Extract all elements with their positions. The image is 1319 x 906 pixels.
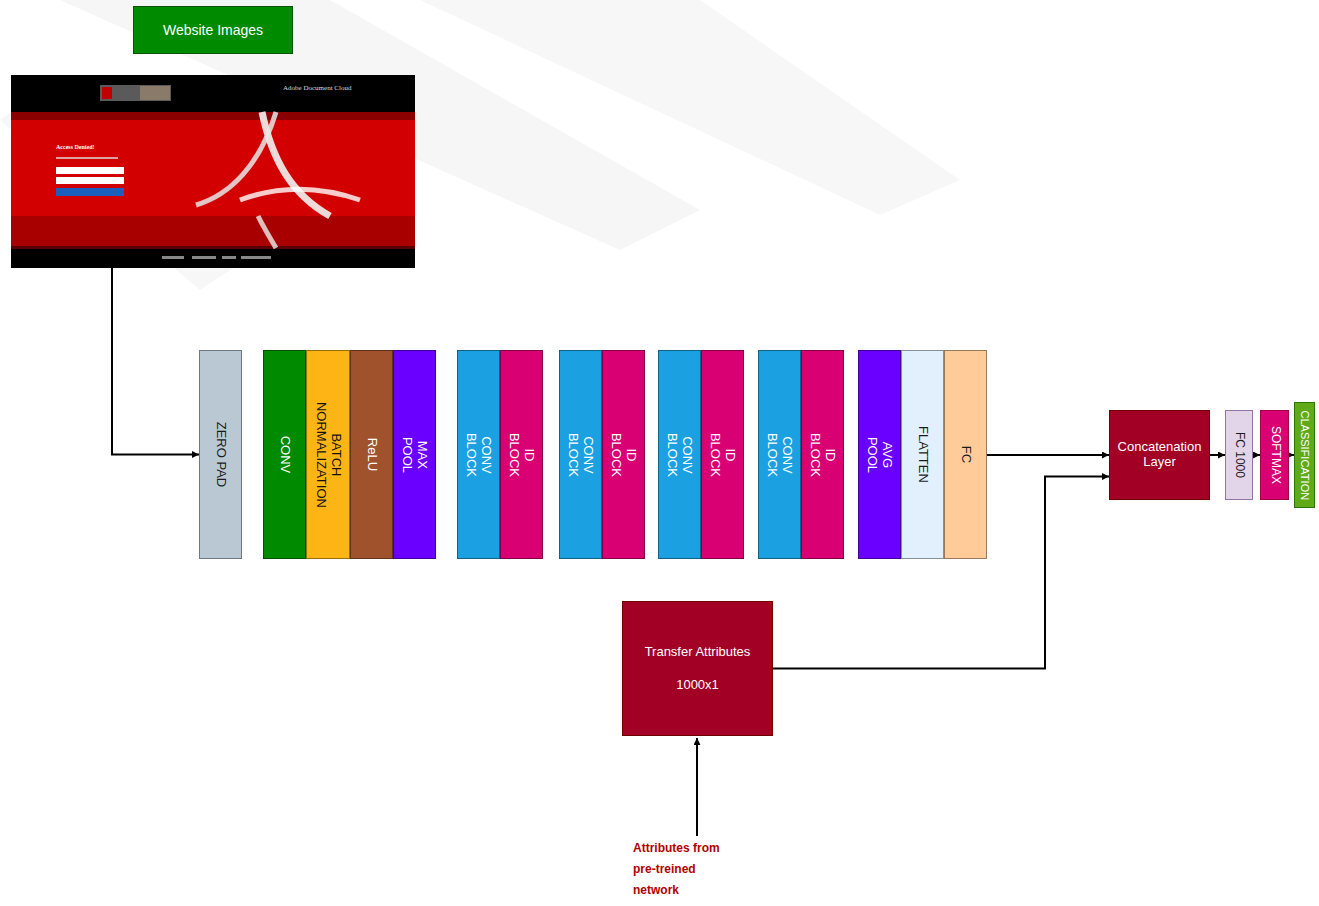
form-input	[56, 177, 124, 184]
layer-label: CONV BLOCK	[665, 432, 695, 476]
conv-block: CONV BLOCK	[758, 350, 801, 559]
layer-box: ReLU	[350, 350, 393, 559]
layer-box: MAX POOL	[393, 350, 436, 559]
logo-swoosh	[258, 216, 276, 248]
watermark-band	[420, 0, 960, 215]
layer-label: FC	[958, 446, 973, 463]
conv-block: CONV BLOCK	[559, 350, 602, 559]
layer-label: CLASSIFICATION	[1298, 410, 1311, 500]
website-screenshot	[11, 75, 415, 268]
logo-image	[140, 86, 170, 100]
layer-box: SOFTMAX	[1260, 410, 1289, 500]
box-label: Concatenation Layer	[1113, 440, 1206, 470]
layer-label: FLATTEN	[915, 426, 930, 483]
input-label-box: Website Images	[133, 6, 293, 54]
conv-block: CONV BLOCK	[658, 350, 701, 559]
layer-label: CONV BLOCK	[464, 432, 494, 476]
transfer-box: Transfer Attributes 1000x1	[622, 601, 773, 736]
layer-label: ID BLOCK	[808, 432, 838, 476]
screenshot-frame	[11, 75, 415, 268]
layer-label: CONV BLOCK	[765, 432, 795, 476]
layer-box: FLATTEN	[901, 350, 944, 559]
footer-link	[222, 256, 236, 259]
logo-swoosh	[240, 189, 360, 200]
box-label: Adobe Document Cloud	[283, 84, 351, 92]
logo-badge	[100, 85, 171, 101]
concat-box: Concatenation Layer	[1109, 410, 1210, 500]
flow-arrow	[112, 268, 199, 455]
layer-label: ZERO PAD	[213, 422, 228, 488]
layer-label: AVG POOL	[865, 436, 895, 472]
flow-arrow	[1210, 454, 1225, 456]
layer-label: FC 1000	[1232, 432, 1246, 478]
input-note: Attributes from pre-treined network	[633, 838, 737, 901]
layer-box: AVG POOL	[858, 350, 901, 559]
layer-label: ID BLOCK	[609, 432, 639, 476]
output-box: CLASSIFICATION	[1294, 402, 1315, 508]
id-block: ID BLOCK	[500, 350, 543, 559]
id-block: ID BLOCK	[801, 350, 844, 559]
leader-arrow	[696, 738, 698, 836]
box-label: 1000x1	[676, 678, 719, 693]
box-label: Website Images	[163, 22, 263, 38]
id-block: ID BLOCK	[602, 350, 645, 559]
conv-block: CONV BLOCK	[457, 350, 500, 559]
banner-shade	[11, 246, 415, 249]
layer-box: FC 1000	[1225, 410, 1253, 500]
footer-link	[192, 256, 216, 259]
footer-link	[241, 256, 271, 259]
layer-label: SOFTMAX	[1268, 426, 1282, 484]
banner-shade	[11, 112, 415, 120]
flow-arrow	[987, 454, 1109, 456]
layer-label: CONV BLOCK	[566, 432, 596, 476]
flow-arrow	[1253, 454, 1260, 456]
red-banner	[11, 112, 415, 216]
layer-box: ZERO PAD	[199, 350, 242, 559]
form-hint	[56, 157, 118, 159]
layer-label: ID BLOCK	[507, 432, 537, 476]
layer-label: MAX POOL	[400, 436, 430, 472]
website-screenshot: Adobe Document CloudAccess Denied!	[11, 75, 415, 268]
layer-label: ID BLOCK	[708, 432, 738, 476]
logo-mark	[102, 87, 112, 99]
form-button	[56, 188, 124, 196]
layer-box: BATCH NORMALIZATION	[306, 350, 350, 559]
footer-link	[162, 256, 184, 259]
box-label: Access Denied!	[56, 144, 95, 151]
layer-box: CONV	[263, 350, 306, 559]
banner-lower	[11, 216, 415, 248]
layer-label: ReLU	[364, 438, 379, 471]
layer-label: BATCH NORMALIZATION	[313, 402, 343, 508]
layer-box: FC	[944, 350, 987, 559]
form-input	[56, 167, 124, 174]
layer-label: CONV	[277, 436, 292, 474]
id-block: ID BLOCK	[701, 350, 744, 559]
box-label: Transfer Attributes	[645, 645, 751, 660]
